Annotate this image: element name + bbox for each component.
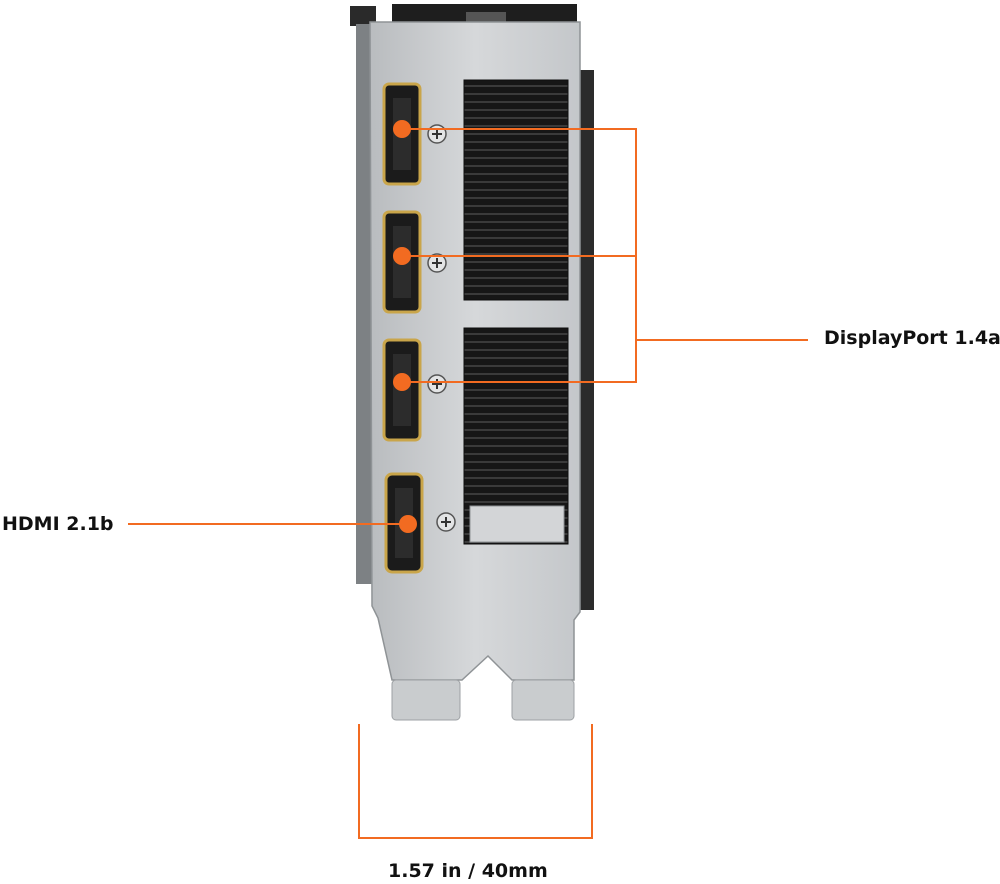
- callout-dot-icon: [399, 515, 417, 533]
- displayport-label: DisplayPort 1.4a: [824, 327, 1000, 349]
- screw-icon: [427, 374, 447, 394]
- callout-dot-icon: [393, 247, 411, 265]
- width-dimension-bracket: [358, 724, 593, 839]
- hdmi-label: HDMI 2.1b: [2, 513, 114, 535]
- width-dimension-label: 1.57 in / 40mm: [388, 860, 548, 882]
- displayport-callout-lines: [402, 128, 808, 383]
- screw-icon: [436, 512, 456, 532]
- vent-lower-cap: [469, 505, 565, 543]
- vent-upper: [463, 79, 569, 301]
- callout-dot-icon: [393, 373, 411, 391]
- screw-icon: [427, 253, 447, 273]
- callout-dot-icon: [393, 120, 411, 138]
- bracket-right-edge: [578, 70, 594, 610]
- bracket-leg-left: [391, 679, 461, 721]
- screw-icon: [427, 124, 447, 144]
- bracket-leg-right: [511, 679, 575, 721]
